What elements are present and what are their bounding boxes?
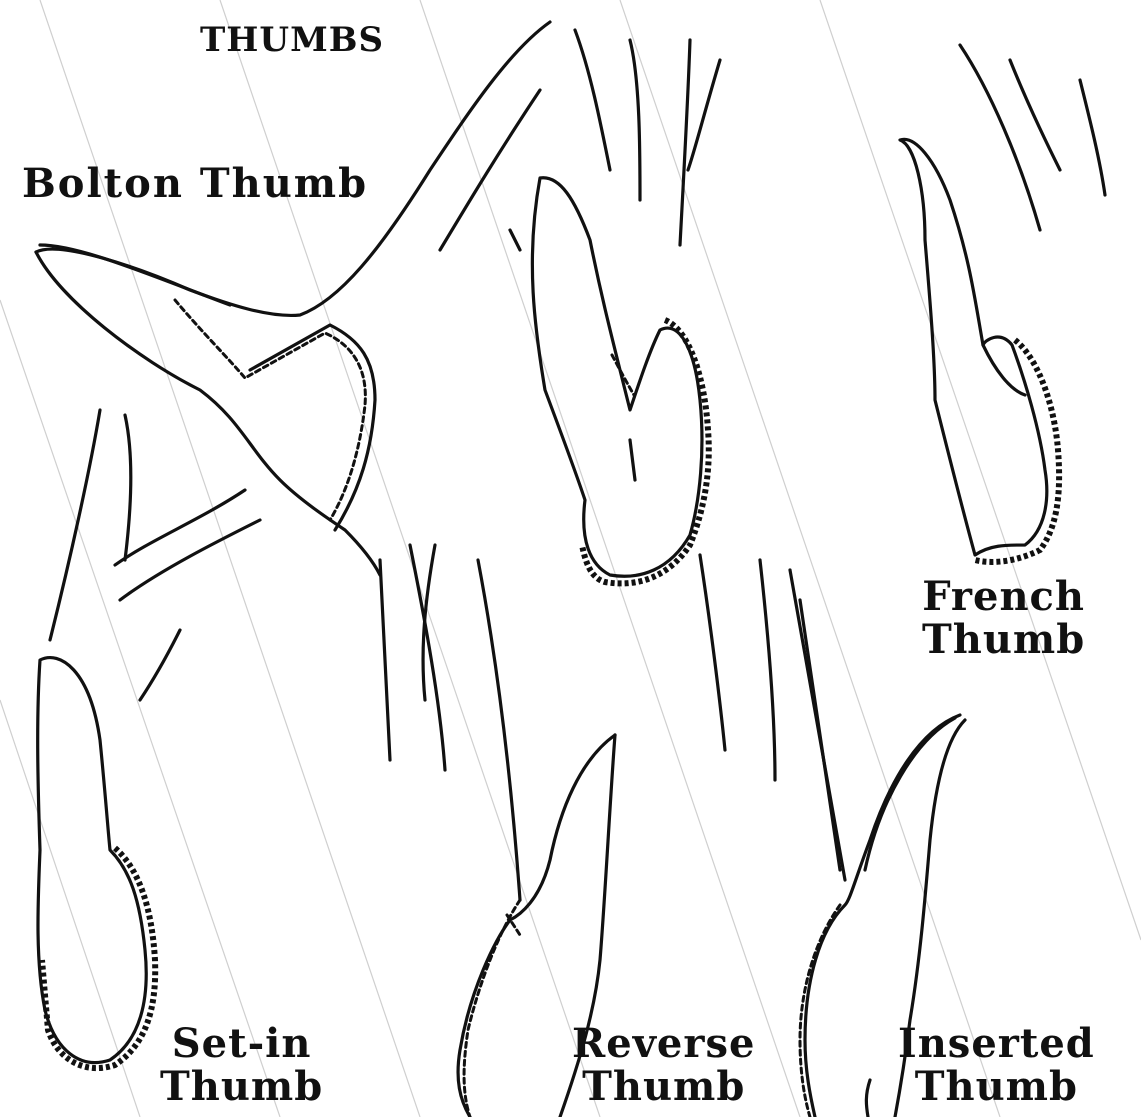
french-thumb-label: French Thumb (922, 575, 1085, 661)
bolton-thumb-drawing (36, 22, 550, 575)
reverse-thumb-label-line2: Thumb (572, 1065, 755, 1108)
center-thumb-drawing (510, 30, 720, 583)
inserted-thumb-label-line2: Thumb (898, 1065, 1095, 1108)
french-thumb-drawing (900, 45, 1105, 562)
inserted-thumb-label: Inserted Thumb (898, 1022, 1095, 1108)
setin-thumb-label-line2: Thumb (160, 1065, 323, 1108)
reverse-thumb-label: Reverse Thumb (572, 1022, 755, 1108)
french-thumb-label-line2: Thumb (922, 618, 1085, 661)
french-thumb-label-line1: French (922, 575, 1085, 618)
setin-thumb-label: Set-in Thumb (160, 1022, 323, 1108)
figure-title: THUMBS (200, 22, 384, 59)
bolton-thumb-label: Bolton Thumb (22, 162, 368, 205)
setin-thumb-label-line1: Set-in (160, 1022, 323, 1065)
inserted-thumb-label-line1: Inserted (898, 1022, 1095, 1065)
reverse-thumb-label-line1: Reverse (572, 1022, 755, 1065)
